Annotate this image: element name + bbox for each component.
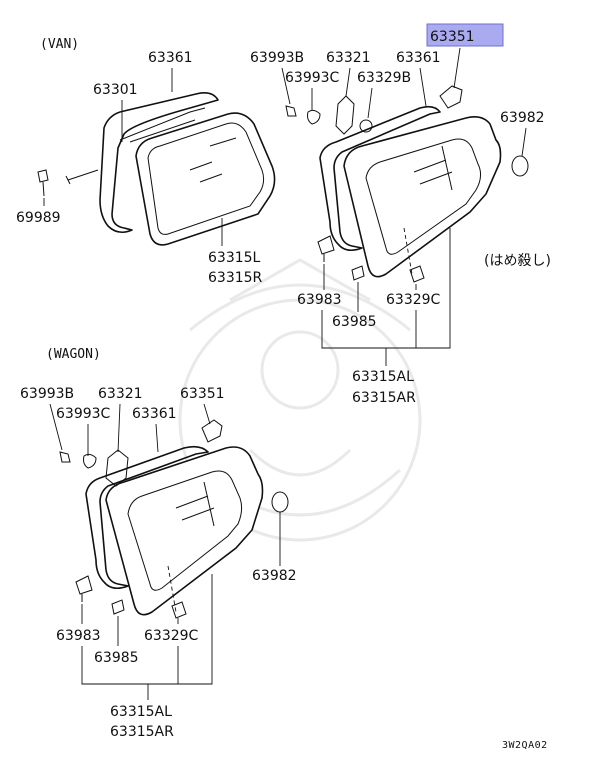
right-label-63315al: 63315AL bbox=[352, 369, 414, 385]
wagon-label-63361: 63361 bbox=[132, 406, 177, 422]
wagon-label-63993c: 63993C bbox=[56, 406, 111, 422]
right-label-63329c: 63329C bbox=[386, 292, 441, 308]
wagon-glass-panel bbox=[105, 446, 264, 616]
right-assembly: 63993B 63321 63361 63351 63993C 63329B 6… bbox=[250, 23, 551, 406]
wagon-label-63315al: 63315AL bbox=[110, 704, 172, 720]
van-window-frame bbox=[99, 92, 219, 234]
van-label-63361: 63361 bbox=[148, 50, 193, 66]
right-grommet-63329b bbox=[359, 119, 373, 133]
wagon-screw-63985 bbox=[111, 599, 125, 615]
wagon-section: (WAGON) 63993B 63321 63351 63993C 63361 … bbox=[20, 347, 297, 740]
wagon-label-63351: 63351 bbox=[180, 386, 225, 402]
wagon-label-63985: 63985 bbox=[94, 650, 139, 666]
right-label-63982: 63982 bbox=[500, 110, 545, 126]
van-label-63315l: 63315L bbox=[208, 250, 261, 266]
van-label-69989: 69989 bbox=[16, 210, 61, 226]
wagon-label-63983: 63983 bbox=[56, 628, 101, 644]
wagon-grommet-63329c bbox=[171, 601, 187, 619]
van-glass-panel bbox=[135, 112, 276, 246]
right-label-63361: 63361 bbox=[396, 50, 441, 66]
diagram-code: 3W2QA02 bbox=[502, 740, 548, 751]
highlight-63351 bbox=[426, 23, 504, 47]
right-label-63329b: 63329B bbox=[357, 70, 411, 86]
right-label-63351: 63351 bbox=[430, 29, 475, 45]
van-section-title: (VAN) bbox=[40, 37, 79, 52]
van-label-63301: 63301 bbox=[93, 82, 138, 98]
right-stopper-63982 bbox=[511, 155, 529, 177]
wagon-label-63329c: 63329C bbox=[144, 628, 199, 644]
wagon-bolt-63993b bbox=[59, 451, 71, 463]
right-clip-63983 bbox=[317, 235, 335, 262]
wagon-window-seal bbox=[85, 445, 209, 590]
wagon-label-63993b: 63993B bbox=[20, 386, 74, 402]
right-hinge-63321 bbox=[335, 95, 355, 135]
wagon-clip-63983 bbox=[75, 575, 93, 602]
wagon-stopper-63982 bbox=[271, 491, 289, 513]
wagon-cap-63351 bbox=[201, 419, 223, 443]
fixed-window-note: (はめ殺し) bbox=[484, 253, 551, 269]
right-grommet-63329c bbox=[409, 265, 425, 283]
wagon-section-title: (WAGON) bbox=[46, 347, 101, 362]
right-label-63315ar: 63315AR bbox=[352, 390, 416, 406]
right-bolt-63993b bbox=[285, 105, 297, 117]
van-bolt-69989 bbox=[37, 169, 49, 197]
wagon-label-63315ar: 63315AR bbox=[110, 724, 174, 740]
van-section: (VAN) 63361 63301 69989 63315L 63315R bbox=[16, 37, 276, 286]
wagon-label-63982: 63982 bbox=[252, 568, 297, 584]
right-label-63993b: 63993B bbox=[250, 50, 304, 66]
right-label-63321: 63321 bbox=[326, 50, 371, 66]
van-label-63315r: 63315R bbox=[208, 270, 263, 286]
right-label-63985: 63985 bbox=[332, 314, 377, 330]
wagon-nut-63993c bbox=[83, 453, 97, 469]
right-cap-63351 bbox=[439, 85, 463, 109]
watermark-emblem bbox=[178, 258, 422, 542]
right-label-63983: 63983 bbox=[297, 292, 342, 308]
right-window-seal bbox=[319, 105, 441, 252]
right-label-63993c: 63993C bbox=[285, 70, 340, 86]
right-screw-63985 bbox=[351, 265, 365, 281]
right-nut-63993c bbox=[307, 109, 321, 125]
wagon-label-63321: 63321 bbox=[98, 386, 143, 402]
